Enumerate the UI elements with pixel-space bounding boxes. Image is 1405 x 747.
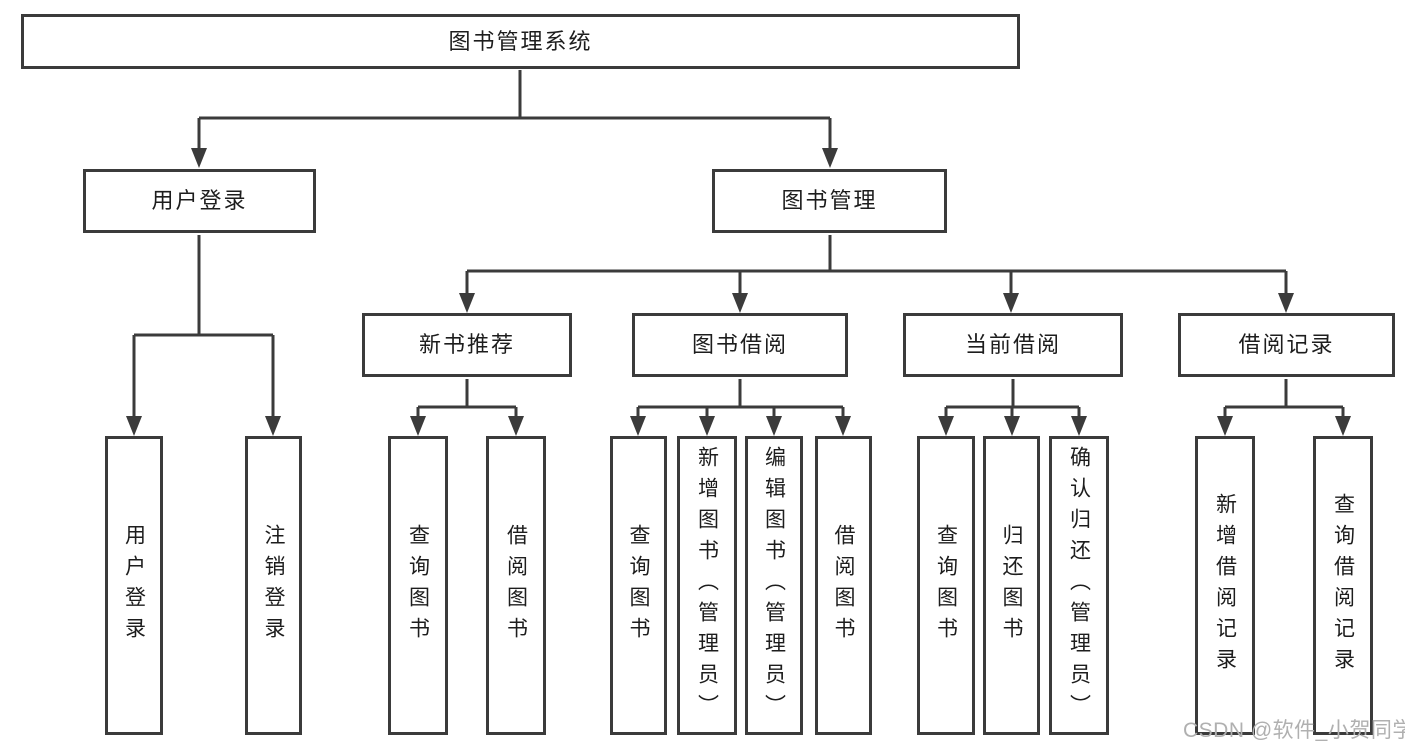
leaf-borrow-borrow-books: 借阅图书 [815,436,872,735]
leaf-recommend-borrow-books: 借阅图书 [486,436,546,735]
connector-book-management-to-level3 [459,235,1294,313]
connector-root-to-level2 [191,70,838,168]
leaf-records-query-record: 查询借阅记录 [1313,436,1373,735]
node-user-login: 用户登录 [83,169,316,233]
leaf-borrow-edit-books-label: 编辑图书（管理员） [762,446,786,725]
leaf-current-confirm-return-label: 确认归还（管理员） [1067,446,1091,725]
connector-records-to-leaves [1217,379,1351,436]
leaf-borrow-add-books-label: 新增图书（管理员） [695,446,719,725]
node-borrow-records-label: 借阅记录 [1238,332,1335,357]
leaf-records-add-record: 新增借阅记录 [1195,436,1255,735]
leaf-borrow-query-books-label: 查询图书 [627,523,650,648]
leaf-current-query-books-label: 查询图书 [934,523,958,648]
node-book-management: 图书管理 [712,169,947,233]
node-book-borrow: 图书借阅 [632,313,848,377]
leaf-user-login-label: 用户登录 [122,523,146,648]
node-root-label: 图书管理系统 [448,28,593,54]
leaf-records-query-record-label: 查询借阅记录 [1331,492,1355,679]
leaf-logout-label: 注销登录 [262,523,285,648]
leaf-borrow-add-books: 新增图书（管理员） [677,436,737,735]
leaf-logout: 注销登录 [245,436,302,735]
node-new-book-recommend-label: 新书推荐 [418,332,515,357]
node-user-login-label: 用户登录 [151,188,248,213]
leaf-recommend-query-books: 查询图书 [388,436,448,735]
node-root: 图书管理系统 [21,14,1020,69]
leaf-current-confirm-return: 确认归还（管理员） [1049,436,1109,735]
node-current-borrow: 当前借阅 [903,313,1123,377]
connector-borrow-to-leaves [630,379,851,436]
leaf-current-return-books-label: 归还图书 [1000,523,1023,648]
leaf-borrow-edit-books: 编辑图书（管理员） [745,436,803,735]
node-new-book-recommend: 新书推荐 [362,313,572,377]
node-book-borrow-label: 图书借阅 [691,332,788,357]
leaf-borrow-query-books: 查询图书 [610,436,667,735]
connector-user-login-to-leaves [126,235,281,436]
leaf-current-return-books: 归还图书 [983,436,1040,735]
leaf-current-query-books: 查询图书 [917,436,975,735]
leaf-records-add-record-label: 新增借阅记录 [1213,492,1237,679]
node-book-management-label: 图书管理 [781,188,878,213]
leaf-recommend-borrow-books-label: 借阅图书 [504,523,528,648]
connector-recommend-to-leaves [410,379,524,436]
connector-current-to-leaves [938,379,1087,436]
leaf-recommend-query-books-label: 查询图书 [406,523,430,648]
leaf-borrow-borrow-books-label: 借阅图书 [832,523,855,648]
node-borrow-records: 借阅记录 [1178,313,1395,377]
node-current-borrow-label: 当前借阅 [964,332,1061,357]
watermark: CSDN @软件_小贺同学 [1183,719,1405,742]
leaf-user-login: 用户登录 [105,436,163,735]
